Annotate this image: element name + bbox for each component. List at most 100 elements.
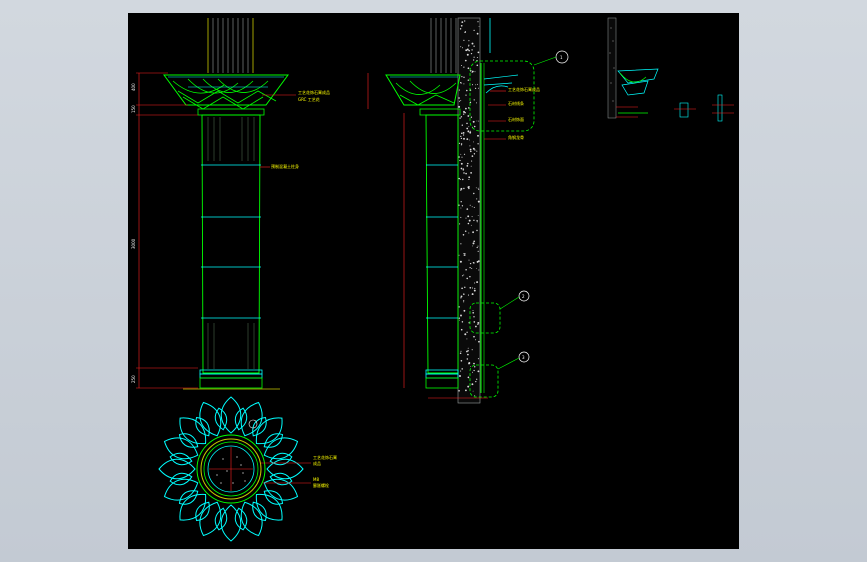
hatch-dot [472, 242, 475, 245]
hatch-dot [474, 287, 476, 290]
hatch-dot [474, 71, 476, 73]
hatch-dot [470, 150, 472, 153]
column-section: 1 2 3 工艺花饰石膏成品 石材线条 石材饰面 角钢龙骨 [367, 17, 569, 404]
plan-petal-inner [214, 507, 228, 531]
hatch-dot [476, 268, 477, 269]
hatch-dot [461, 205, 464, 207]
hatch-dot [463, 110, 465, 113]
hatch-dot [477, 215, 479, 216]
hatch-dot [462, 47, 463, 49]
hatch-dot [471, 84, 474, 86]
hatch-dot [477, 321, 480, 324]
plan-petal [163, 437, 199, 460]
hatch-dot [471, 267, 473, 270]
elev-note-3: 预制混凝土柱身 [271, 163, 299, 169]
elev-note-1: 工艺花饰石膏成品 [298, 89, 330, 95]
hatch-dot [472, 59, 475, 61]
plan-petal [263, 478, 299, 501]
hatch-dot [460, 167, 463, 170]
hatch-dot [476, 32, 479, 35]
hatch-dot [473, 219, 475, 222]
hatch-dot [458, 105, 461, 108]
hatch-dot [469, 148, 472, 151]
hatch-dot [474, 149, 476, 151]
hatch-dot [470, 165, 472, 167]
hatch-dot [473, 316, 475, 318]
hatch-dot [460, 350, 462, 352]
hatch-dot [472, 390, 474, 392]
hatch-dot [472, 245, 474, 247]
hatch-dot [462, 134, 465, 136]
hatch-dot [469, 262, 472, 265]
hatch-dot [478, 87, 479, 89]
hatch-dot [467, 115, 470, 117]
hatch-dot [472, 310, 474, 311]
hatch-dot [477, 21, 479, 23]
plan-petal [199, 401, 222, 437]
plan-note-2: 成品 [313, 460, 321, 466]
hatch-dot [465, 30, 467, 32]
hatch-dot [465, 217, 467, 219]
plan-note-3: M8 [313, 477, 319, 482]
hatch-dot [459, 159, 461, 162]
hatch-dot [467, 162, 469, 165]
hatch-dot [466, 122, 468, 125]
hatch-dot [469, 139, 471, 141]
hatch-dot [476, 260, 479, 263]
hatch-dot [478, 340, 480, 343]
plan-petal-inner [169, 472, 193, 486]
hatch-dot [461, 156, 463, 158]
hatch-dot [471, 371, 474, 373]
plan-petal [220, 504, 242, 542]
hatch-dot [468, 219, 471, 222]
hatch-dot [477, 370, 480, 373]
hatch-dot [466, 350, 468, 353]
dim-150: 150 [131, 105, 136, 113]
hatch-dot [460, 24, 463, 27]
plan-petal [240, 401, 263, 437]
hatch-dot [458, 317, 460, 319]
hatch-dot [475, 339, 477, 341]
hatch-dot [458, 89, 460, 91]
plan-petal-inner [178, 433, 199, 448]
hatch-dot [458, 390, 460, 392]
hatch-dot [477, 187, 479, 189]
hatch-dot [466, 338, 468, 340]
hatch-dot [460, 297, 462, 299]
cad-drawing-viewport[interactable]: 400 150 3000 250 工艺花饰石膏成品 GRC 工艺花 预制混凝土柱… [128, 13, 739, 549]
hatch-dot [471, 155, 474, 157]
plan-petal [220, 396, 242, 434]
hatch-dot [460, 144, 462, 146]
hatch-dot [458, 306, 460, 308]
callout-3: 3 [522, 355, 525, 360]
hatch-dot [477, 200, 480, 203]
hatch-dot [474, 87, 477, 90]
hatch-dot [468, 176, 471, 179]
hatch-dot [458, 319, 460, 321]
hatch-dot [464, 333, 467, 336]
hatch-dot [463, 274, 465, 276]
hatch-dot [462, 132, 465, 134]
hatch-dot [476, 102, 477, 104]
plan-petal-inner [195, 501, 210, 522]
hatch-dot [467, 376, 470, 379]
hatch-dot [475, 84, 477, 86]
callout-1: 1 [560, 55, 563, 60]
hatch-dot [468, 178, 470, 181]
hatch-dot [473, 335, 475, 338]
plan-petal-inner [234, 407, 248, 431]
plan-petal [158, 458, 196, 480]
hatch-dot [460, 189, 462, 191]
plan-petal [255, 417, 283, 445]
plan-note-1: 工艺花饰石膏 [313, 454, 337, 460]
hatch-dot [463, 301, 465, 303]
hatch-dot [463, 113, 465, 115]
hatch-dot [471, 206, 473, 208]
hatch-dot [468, 107, 470, 109]
hatch-dot [460, 314, 462, 317]
hatch-dot [473, 56, 475, 58]
hatch-dot [476, 56, 478, 59]
hatch-dot [463, 309, 466, 312]
hatch-dot [477, 323, 479, 326]
hatch-dot [471, 286, 473, 288]
